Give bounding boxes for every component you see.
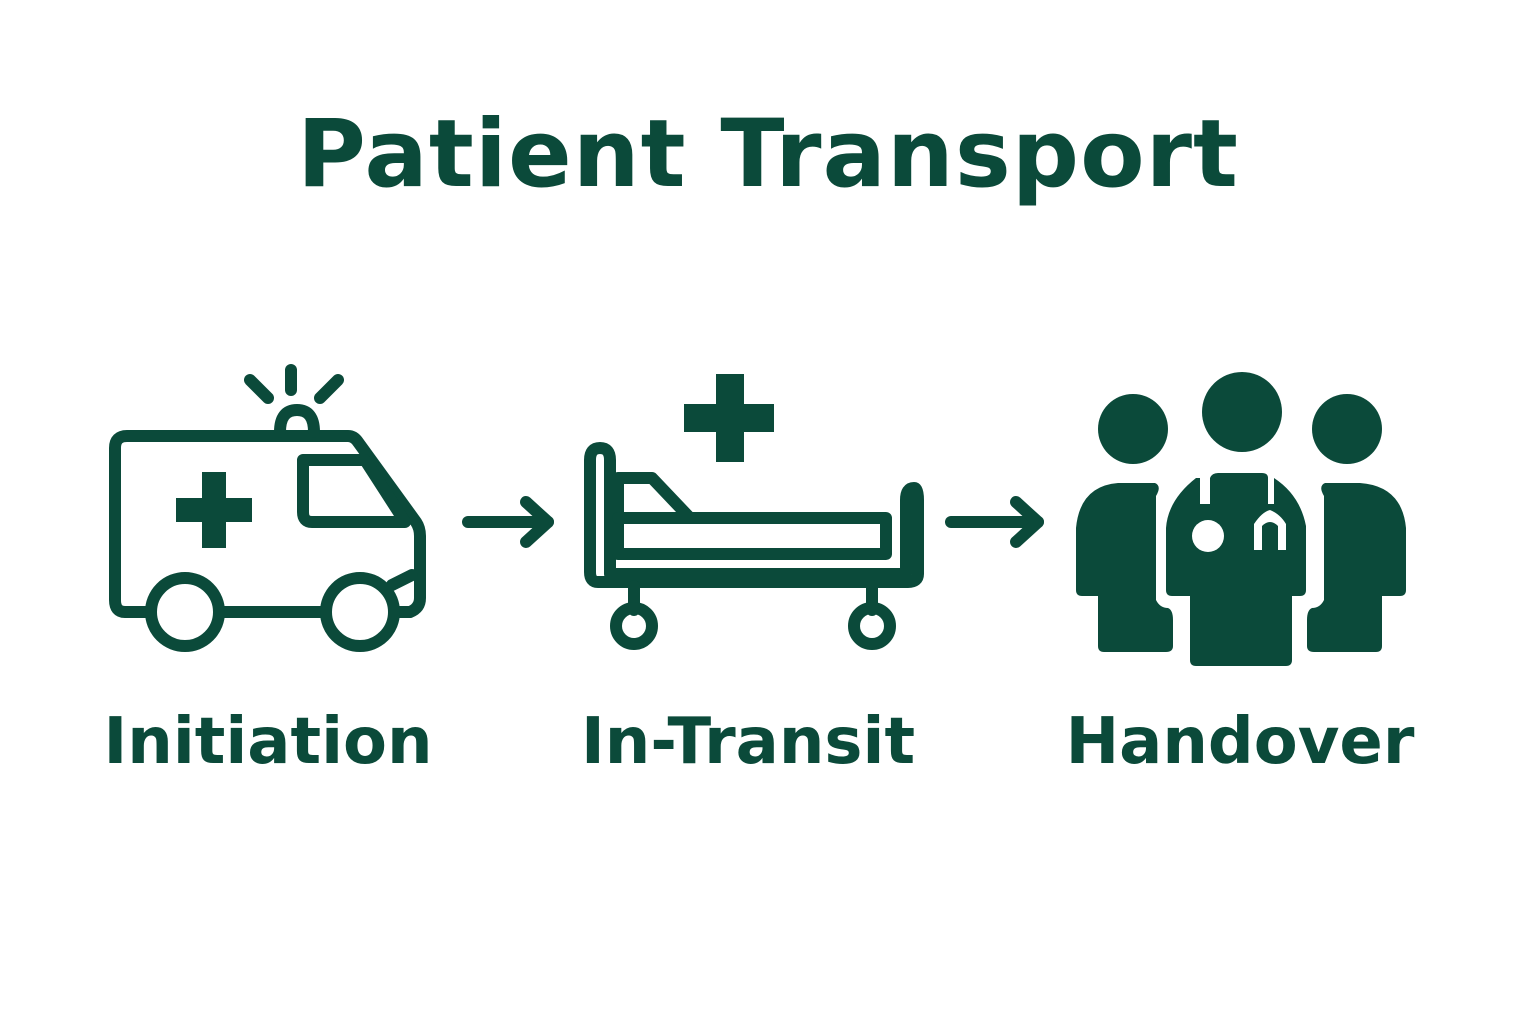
arrow-icon [945, 496, 1044, 548]
step-label-initiation: Initiation [103, 705, 433, 779]
arrow-icon [462, 496, 554, 548]
step-label-handover: Handover [1065, 705, 1415, 779]
medical-cross-icon [684, 374, 774, 462]
diagram-title: Patient Transport [297, 100, 1239, 209]
medical-team-icon [1076, 372, 1406, 666]
hospital-bed-icon [584, 442, 924, 650]
medical-cross-icon [176, 472, 252, 548]
ambulance-icon [109, 364, 426, 652]
step-label-in-transit: In-Transit [580, 705, 916, 779]
